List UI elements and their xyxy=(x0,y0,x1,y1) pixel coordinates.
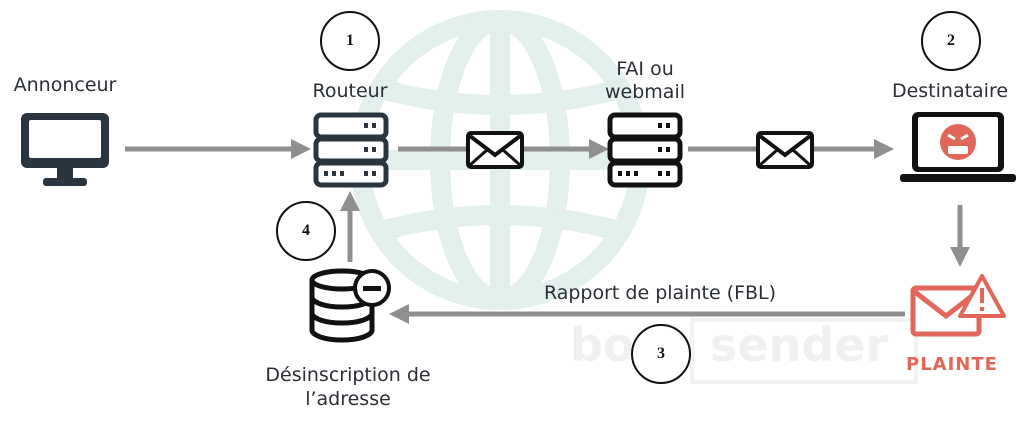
label-routeur: Routeur xyxy=(312,80,388,102)
label-desinscription-line1: Désinscription de xyxy=(265,364,431,386)
server-icon-routeur xyxy=(313,112,389,188)
label-annonceur: Annonceur xyxy=(13,74,117,96)
complaint-envelope-icon xyxy=(910,274,1006,337)
monitor-icon xyxy=(21,113,109,186)
step-badge-3: 3 xyxy=(631,324,691,384)
label-fai-line1: FAI ou xyxy=(616,58,674,80)
watermark-box xyxy=(690,318,918,384)
step-badge-1: 1 xyxy=(320,11,380,71)
database-minus-icon xyxy=(309,268,391,343)
watermark-part1: bo xyxy=(570,318,635,372)
step-badge-2: 2 xyxy=(921,11,981,71)
label-plainte: PLAINTE xyxy=(906,354,998,375)
label-destinataire: Destinataire xyxy=(891,80,1009,102)
label-desinscription-line2: l’adresse xyxy=(305,388,391,410)
envelope-icon-1 xyxy=(466,131,524,169)
label-fai-line2: webmail xyxy=(605,81,685,103)
step-badge-4: 4 xyxy=(276,201,336,261)
label-feedback-loop: Rapport de plainte (FBL) xyxy=(543,282,777,304)
watermark-part2: sender xyxy=(710,318,889,372)
envelope-icon-2 xyxy=(756,131,814,169)
laptop-angry-icon xyxy=(900,112,1016,182)
server-icon-fai xyxy=(607,112,683,188)
